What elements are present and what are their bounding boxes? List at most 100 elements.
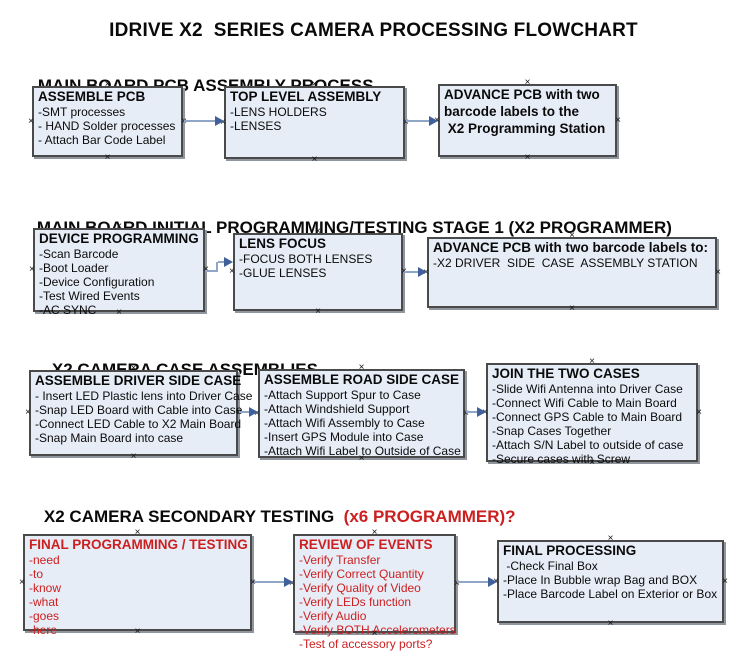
box-line: -Connect Wifi Cable to Main Board — [492, 396, 677, 410]
connector-line — [254, 581, 285, 583]
box-title: ASSEMBLE PCB — [38, 89, 146, 104]
connection-anchor-icon: × — [615, 114, 621, 126]
connector-arrowhead-icon — [477, 407, 486, 417]
box-line: -Attach Wifi Assembly to Case — [264, 416, 425, 430]
box-line: -goes — [29, 609, 60, 623]
box-line: - Insert LED Plastic lens into Driver Ca… — [35, 389, 253, 403]
connector-arrowhead-icon — [249, 407, 258, 417]
box-assemble-pcb[interactable]: ASSEMBLE PCB -SMT processes - HAND Solde… — [28, 80, 187, 163]
box-advance-pcb-to-driver-side-station[interactable]: ADVANCE PCB with two barcode labels to: … — [423, 231, 721, 314]
connection-anchor-icon: × — [607, 533, 614, 544]
box-advance-pcb-to-programming-station[interactable]: ADVANCE PCB with two barcode labels to t… — [434, 78, 621, 163]
box-title: ADVANCE PCB with two barcode labels to: — [433, 240, 709, 255]
box-line: -Place In Bubble wrap Bag and BOX — [503, 573, 698, 587]
connection-anchor-icon: × — [524, 152, 531, 163]
connector-arrowhead-icon — [418, 267, 427, 277]
connection-anchor-icon: × — [19, 576, 25, 588]
box-line: -Snap LED Board with Cable into Case — [35, 403, 243, 417]
box-title: ASSEMBLE ROAD SIDE CASE — [264, 372, 460, 387]
box-line: -Attach Support Spur to Case — [264, 388, 421, 402]
box-line: -X2 DRIVER SIDE CASE ASSEMBLY STATION — [433, 256, 698, 270]
box-line: - Attach Bar Code Label — [38, 133, 166, 147]
box-device-programming[interactable]: DEVICE PROGRAMMING -Scan Barcode -Boot L… — [29, 222, 209, 318]
box-line: -Connect GPS Cable to Main Board — [492, 410, 683, 424]
connector-line — [205, 270, 218, 272]
box-line: -Verify Transfer — [299, 553, 381, 567]
page-title: IDRIVE X2 SERIES CAMERA PROCESSING FLOWC… — [109, 20, 638, 41]
box-line: -GLUE LENSES — [239, 266, 327, 280]
connection-anchor-icon: × — [29, 264, 35, 275]
box-line: -what — [29, 595, 59, 609]
connection-anchor-icon: × — [722, 575, 728, 587]
box-line: -Verify Audio — [299, 609, 367, 623]
box-line: -Connect LED Cable to X2 Main Board — [35, 417, 242, 431]
box-lens-focus[interactable]: LENS FOCUS -FOCUS BOTH LENSES -GLUE LENS… — [229, 227, 407, 317]
connector-arrowhead-icon — [224, 257, 233, 267]
box-line: -Attach S/N Label to outside of case — [492, 438, 684, 452]
box-title: ASSEMBLE DRIVER SIDE CASE — [35, 373, 242, 388]
connection-anchor-icon: × — [524, 77, 531, 88]
box-line: -Snap Main Board into case — [35, 431, 184, 445]
box-title: FINAL PROGRAMMING / TESTING — [29, 537, 248, 552]
box-line: -Snap Cases Together — [492, 424, 612, 438]
connector-arrowhead-icon — [488, 577, 497, 587]
box-line: -Check Final Box — [503, 559, 598, 573]
box-line: barcode labels to the — [444, 104, 580, 119]
box-line: -know — [29, 581, 62, 595]
box-title: REVIEW OF EVENTS — [299, 537, 433, 552]
connection-anchor-icon: × — [358, 362, 365, 373]
box-line: -Verify Correct Quantity — [299, 567, 424, 581]
box-line: -FOCUS BOTH LENSES — [239, 252, 373, 266]
box-assemble-road-side-case[interactable]: ASSEMBLE ROAD SIDE CASE -Attach Support … — [254, 363, 469, 464]
connector-line — [466, 411, 478, 413]
connector-arrowhead-icon — [284, 577, 293, 587]
connector-line — [404, 271, 419, 273]
box-line: -Secure cases with Screw — [492, 452, 631, 466]
box-assemble-driver-side-case[interactable]: ASSEMBLE DRIVER SIDE CASE - Insert LED P… — [25, 364, 253, 462]
connector-line — [406, 120, 430, 122]
box-line: -Boot Loader — [39, 261, 109, 275]
connector-line — [218, 261, 225, 263]
connection-anchor-icon: × — [28, 115, 34, 127]
box-line: -Attach Windshield Support — [264, 402, 410, 416]
box-line: -LENSES — [230, 119, 282, 133]
box-final-programming-testing[interactable]: FINAL PROGRAMMING / TESTING -need -to -k… — [19, 528, 256, 638]
box-join-the-two-cases[interactable]: JOIN THE TWO CASES -Slide Wifi Antenna i… — [482, 357, 702, 468]
box-line: -Device Configuration — [39, 275, 155, 289]
box-line: -Attach Wifi Label to Outside of Case — [264, 444, 461, 458]
connector-line — [216, 262, 218, 272]
box-line: -here — [29, 623, 58, 637]
connection-anchor-icon: × — [25, 407, 31, 418]
connection-anchor-icon: × — [315, 306, 321, 317]
connector-arrowhead-icon — [429, 116, 438, 126]
box-line: X2 Programming Station — [444, 121, 606, 136]
box-final-processing[interactable]: FINAL PROCESSING -Check Final Box -Place… — [493, 534, 728, 629]
box-title: FINAL PROCESSING — [503, 543, 637, 558]
connection-anchor-icon: × — [715, 266, 721, 278]
connection-anchor-icon: × — [229, 266, 235, 277]
connection-anchor-icon: × — [569, 303, 575, 314]
connection-anchor-icon: × — [130, 451, 137, 462]
box-line: -to — [29, 567, 44, 581]
section-header-text: X2 CAMERA SECONDARY TESTING — [43, 507, 344, 526]
connector-arrowhead-icon — [215, 116, 224, 126]
box-line: -Slide Wifi Antenna into Driver Case — [492, 382, 683, 396]
section-header-secondary-testing: X2 CAMERA SECONDARY TESTING (x6 PROGRAMM… — [25, 487, 516, 547]
connector-line — [457, 581, 489, 583]
box-title: TOP LEVEL ASSEMBLY — [230, 89, 382, 104]
box-title: DEVICE PROGRAMMING — [39, 231, 199, 246]
connection-anchor-icon: × — [104, 152, 111, 163]
box-line: -LENS HOLDERS — [230, 105, 327, 119]
box-line: -SMT processes — [38, 105, 126, 119]
connection-anchor-icon: × — [696, 406, 702, 418]
connector-line — [184, 120, 216, 122]
box-title: JOIN THE TWO CASES — [492, 366, 640, 381]
box-line: -need — [29, 553, 60, 567]
connection-anchor-icon: × — [607, 618, 614, 629]
box-review-of-events[interactable]: REVIEW OF EVENTS -Verify Transfer -Verif… — [289, 528, 460, 652]
box-line: -Insert GPS Module into Case — [264, 430, 424, 444]
box-line: -Test Wired Events — [39, 289, 140, 303]
box-title: ADVANCE PCB with two — [444, 87, 600, 102]
box-top-level-assembly[interactable]: TOP LEVEL ASSEMBLY -LENS HOLDERS -LENSES… — [220, 80, 409, 165]
